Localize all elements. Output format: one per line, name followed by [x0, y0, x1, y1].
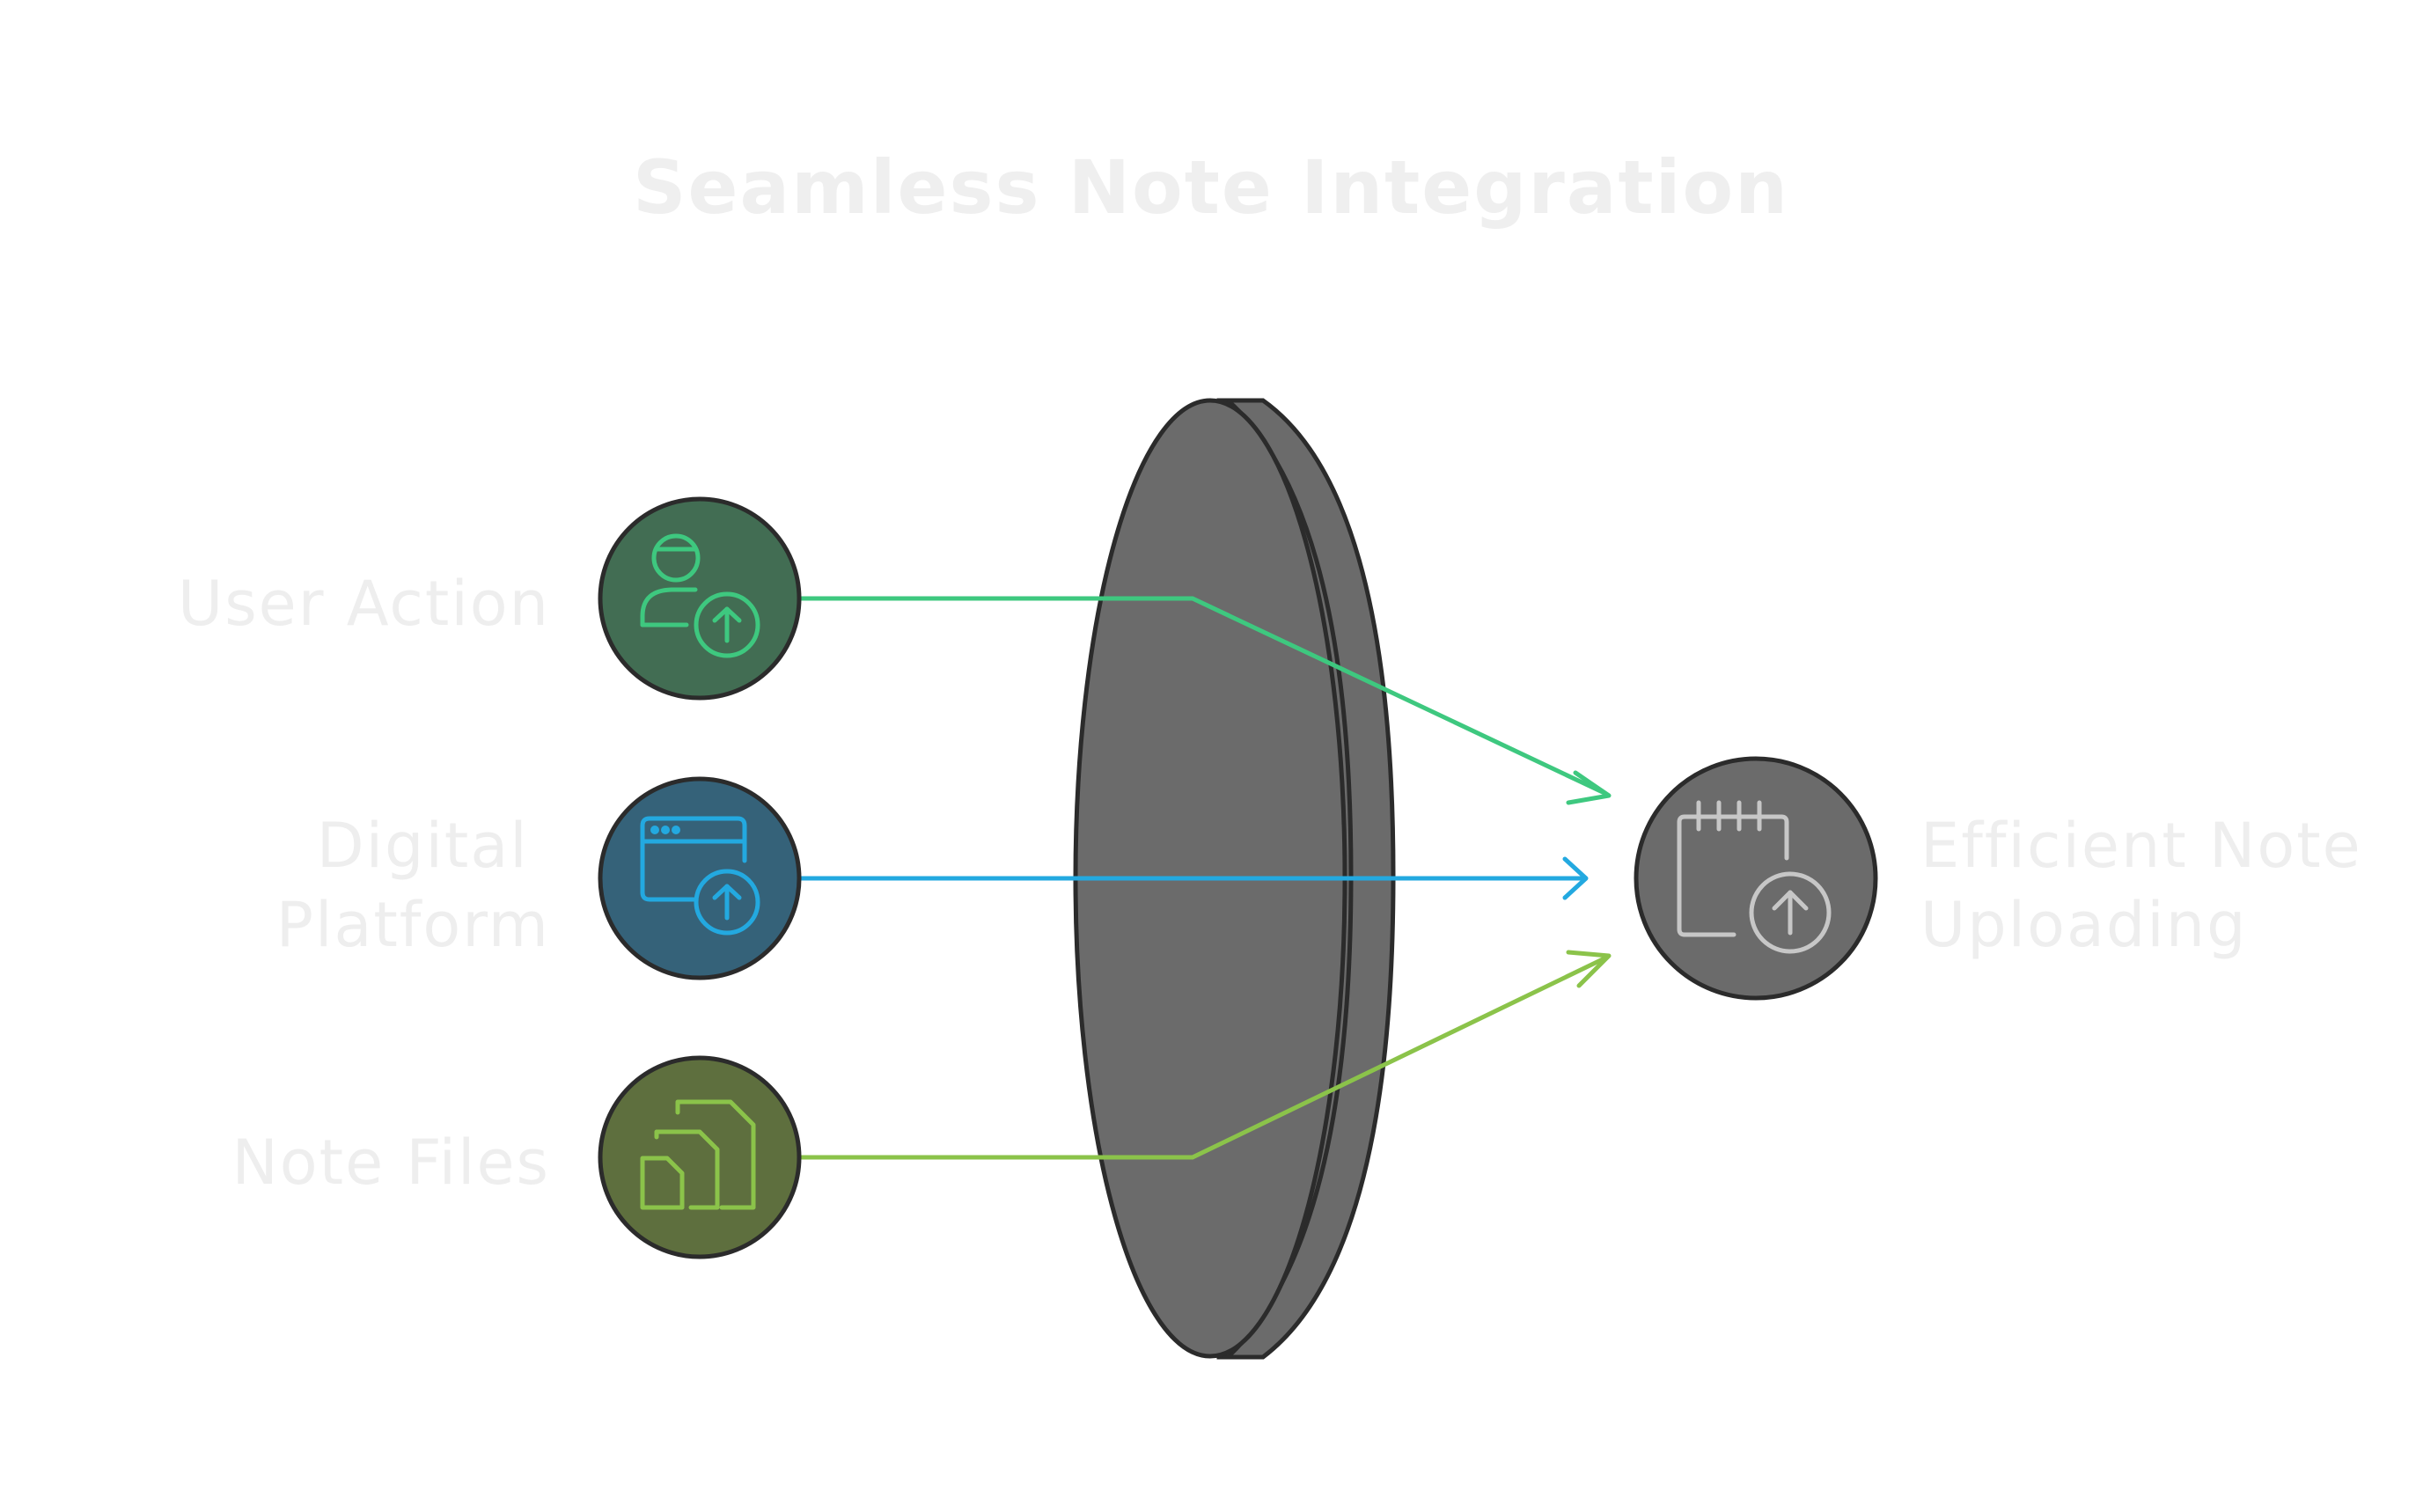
input-digital-platform: Digital Platform	[276, 776, 802, 980]
files-icon	[640, 1099, 756, 1210]
input-note-files: Note Files	[231, 1055, 802, 1259]
arrow-user-action	[799, 596, 1612, 805]
arrow-digital-platform	[799, 856, 1589, 900]
label-efficient-note-uploading: Efficient Note Uploading	[1920, 810, 2383, 961]
label-note-files: Note Files	[231, 1127, 550, 1199]
browser-upload-icon	[640, 816, 760, 936]
input-user-action: User Action	[178, 496, 802, 701]
calendar-upload-icon	[1677, 800, 1832, 954]
label-user-action: User Action	[178, 568, 550, 640]
diagram-title: Seamless Note Integration	[633, 144, 1789, 231]
output-efficient-note-uploading: Efficient Note Uploading	[1634, 756, 2383, 1001]
arrow-note-files	[799, 950, 1612, 1160]
label-digital-platform: Digital Platform	[276, 810, 550, 961]
user-upload-icon	[640, 533, 760, 658]
